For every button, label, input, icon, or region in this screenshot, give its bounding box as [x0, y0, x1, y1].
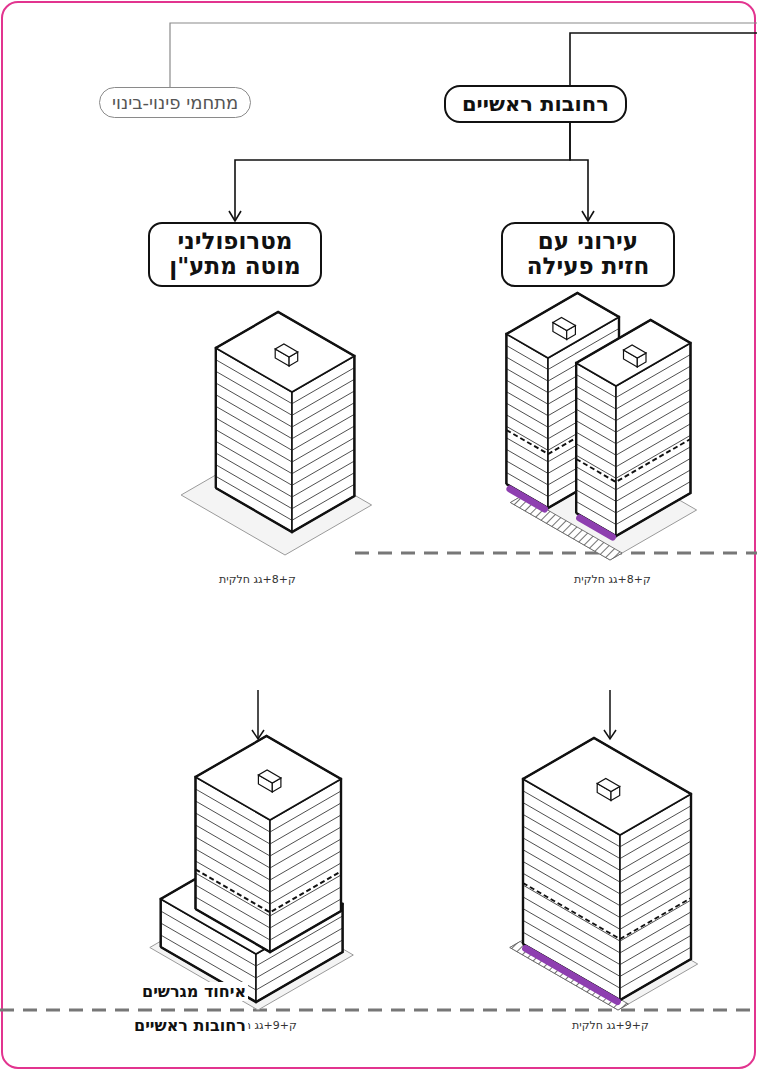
height-label: ק+8+גג חלקית: [572, 573, 653, 586]
street-category: רחובות ראשיים: [444, 85, 627, 123]
feed-line: [570, 33, 757, 85]
active-frontage: [580, 518, 613, 537]
branch-connector: [570, 123, 594, 221]
divider-line: [355, 552, 757, 555]
building-mass: [576, 320, 690, 536]
active-frontage: [526, 949, 618, 1002]
category-tag: מתחמי פינוי-בינוי: [99, 87, 251, 118]
node-label: עירוני עם חזית פעילה: [513, 229, 663, 280]
feed-line: [170, 23, 757, 87]
building-mass: [196, 736, 342, 952]
building-mass: [216, 312, 355, 532]
legend-note: רחובות ראשיים: [132, 1016, 248, 1035]
node-label: רחובות ראשיים: [462, 92, 609, 116]
branch-connector: [229, 123, 570, 221]
node-label: מטרופוליני מוטה מתע"ן: [160, 229, 310, 280]
typology-box: מטרופוליני מוטה מתע"ן: [148, 222, 322, 287]
height-label: ק+8+גג חלקית: [217, 573, 298, 586]
legend-note: איחוד מגרשים: [140, 982, 248, 1001]
divider-line: [0, 1009, 757, 1012]
down-arrow: [252, 690, 616, 739]
typology-box: עירוני עם חזית פעילה: [501, 222, 675, 287]
height-label: ק+9+גג חלקית: [570, 1019, 651, 1032]
node-label: מתחמי פינוי-בינוי: [112, 92, 238, 113]
active-frontage: [510, 489, 545, 509]
